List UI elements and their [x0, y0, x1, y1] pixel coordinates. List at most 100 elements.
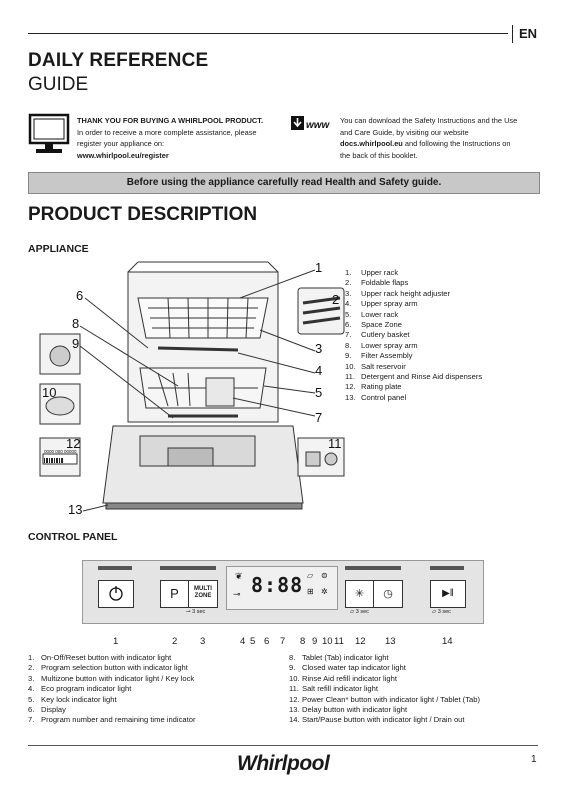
indicator-light [345, 566, 401, 570]
legend-number: 8. [289, 653, 296, 662]
page-title: DAILY REFERENCE [28, 50, 209, 71]
legend-item: 7.Program number and remaining time indi… [28, 715, 283, 725]
callout-7: 7 [315, 410, 322, 425]
water-tap-icon: ⊞ [307, 587, 314, 596]
legend-number: 2. [345, 278, 352, 288]
rating-plate-code: 0000 000 00000 [44, 449, 77, 454]
eco-icon: ❦ [235, 571, 243, 581]
control-panel-heading: CONTROL PANEL [28, 531, 118, 543]
power-icon [109, 586, 123, 601]
callout-9: 9 [72, 336, 79, 351]
legend-number: 9. [289, 663, 296, 673]
legend-number: 1. [345, 268, 352, 277]
delay-button[interactable]: ◷ [374, 581, 402, 607]
section-title: PRODUCT DESCRIPTION [28, 204, 258, 225]
legend-number: 4. [345, 299, 352, 309]
legend-number: 13. [345, 392, 356, 402]
cutlery-basket [205, 377, 235, 407]
tablet-icon: ▱ [307, 571, 314, 580]
legend-number: 13. [289, 705, 300, 715]
power-clean-icon: ✳ [354, 588, 365, 600]
dishwasher-illustration: 0000 000 00000 1 2 3 4 5 6 7 8 9 10 11 1… [39, 260, 345, 517]
legend-label: Multizone button with indicator light / … [41, 673, 195, 683]
legend-item: 10.Salt reservoir [345, 362, 482, 372]
legend-label: Space Zone [361, 320, 402, 330]
legend-item: 13.Control panel [345, 393, 482, 403]
docs-link[interactable]: docs.whirlpool.eu [340, 139, 403, 148]
appliance-heading: APPLIANCE [28, 243, 89, 255]
computer-monitor-icon [28, 113, 70, 153]
cp-number-5: 5 [250, 636, 256, 647]
upper-spray-arm [157, 346, 239, 352]
indicator-light [160, 566, 216, 570]
brand-logo: Whirlpool [237, 752, 330, 775]
program-button[interactable]: P [161, 581, 189, 607]
indicator-light [430, 566, 464, 570]
callout-12: 12 [66, 436, 80, 451]
page-number: 1 [531, 754, 537, 765]
legend-label: Filter Assembly [361, 351, 413, 361]
callout-2: 2 [332, 292, 339, 307]
on-off-button[interactable] [98, 580, 134, 608]
legend-item: 13.Delay button with indicator light [289, 705, 544, 715]
intro-line: register your appliance on: [77, 139, 165, 148]
legend-label: Key lock indicator light [41, 694, 117, 704]
callout-10: 10 [42, 385, 56, 400]
callout-5: 5 [315, 385, 322, 400]
intro-right-text: You can download the Safety Instructions… [340, 115, 540, 161]
program-multizone-button-group: P MULTI ZONE [160, 580, 218, 608]
callout-1: 1 [315, 260, 322, 275]
cp-number-13: 13 [385, 636, 396, 647]
www-label: www [306, 120, 330, 131]
power-clean-delay-button-group: ✳ ◷ [345, 580, 403, 608]
foldable-flaps-detail [297, 287, 345, 335]
legend-number: 10. [289, 673, 300, 683]
cp-number-12: 12 [355, 636, 366, 647]
legend-item: 11.Salt refill indicator light [289, 684, 544, 694]
legend-item: 8.Tablet (Tab) indicator light [289, 653, 544, 663]
multizone-button[interactable]: MULTI ZONE [189, 586, 217, 600]
legend-number: 10. [345, 361, 356, 371]
display: ❦ ⊸ 8:88 ▱ ⊜ ⊞ ✲ [226, 566, 338, 610]
intro-left-text: THANK YOU FOR BUYING A WHIRLPOOL PRODUCT… [77, 115, 282, 161]
callout-13: 13 [68, 502, 82, 517]
tablet-hint: ▱ 3 sec [350, 609, 369, 615]
power-clean-button[interactable]: ✳ [346, 581, 374, 607]
cp-number-7: 7 [280, 636, 286, 647]
header-rule [28, 33, 508, 34]
legend-label: Salt refill indicator light [302, 684, 378, 694]
legend-item: 4.Upper spray arm [345, 299, 482, 309]
start-pause-button[interactable]: ▶‖ [430, 580, 466, 608]
legend-label: Upper rack height adjuster [361, 288, 451, 298]
legend-number: 4. [28, 684, 35, 694]
legend-number: 9. [345, 351, 352, 361]
legend-item: 1. Upper rack [345, 268, 482, 278]
legend-number: 11. [345, 372, 355, 382]
legend-number: 8. [345, 340, 352, 350]
language-code: EN [512, 25, 549, 43]
legend-number: 5. [28, 694, 35, 704]
legend-label: Upper rack [361, 268, 399, 277]
legend-number: 3. [28, 673, 35, 683]
multizone-label: ZONE [194, 593, 212, 599]
register-link[interactable]: www.whirlpool.eu/register [77, 150, 169, 160]
cp-number-14: 14 [442, 636, 453, 647]
legend-item: 2.Foldable flaps [345, 278, 482, 288]
indicator-light [98, 566, 132, 570]
legend-number: 12. [289, 694, 300, 704]
salt-reservoir-detail [39, 383, 81, 425]
legend-label: Program number and remaining time indica… [41, 715, 196, 725]
legend-item: 9. Filter Assembly [345, 351, 482, 361]
cp-number-1: 1 [113, 636, 119, 647]
legend-label: Lower rack [361, 309, 399, 319]
legend-label: Rating plate [361, 382, 402, 392]
legend-number: 7. [345, 330, 352, 340]
safety-banner: Before using the appliance carefully rea… [28, 172, 540, 194]
display-digits: 8:88 [251, 573, 304, 597]
cp-number-3: 3 [200, 636, 206, 647]
play-pause-icon: ▶‖ [442, 588, 454, 599]
legend-label: Closed water tap indicator light [302, 663, 406, 673]
cp-number-10: 10 [322, 636, 333, 647]
